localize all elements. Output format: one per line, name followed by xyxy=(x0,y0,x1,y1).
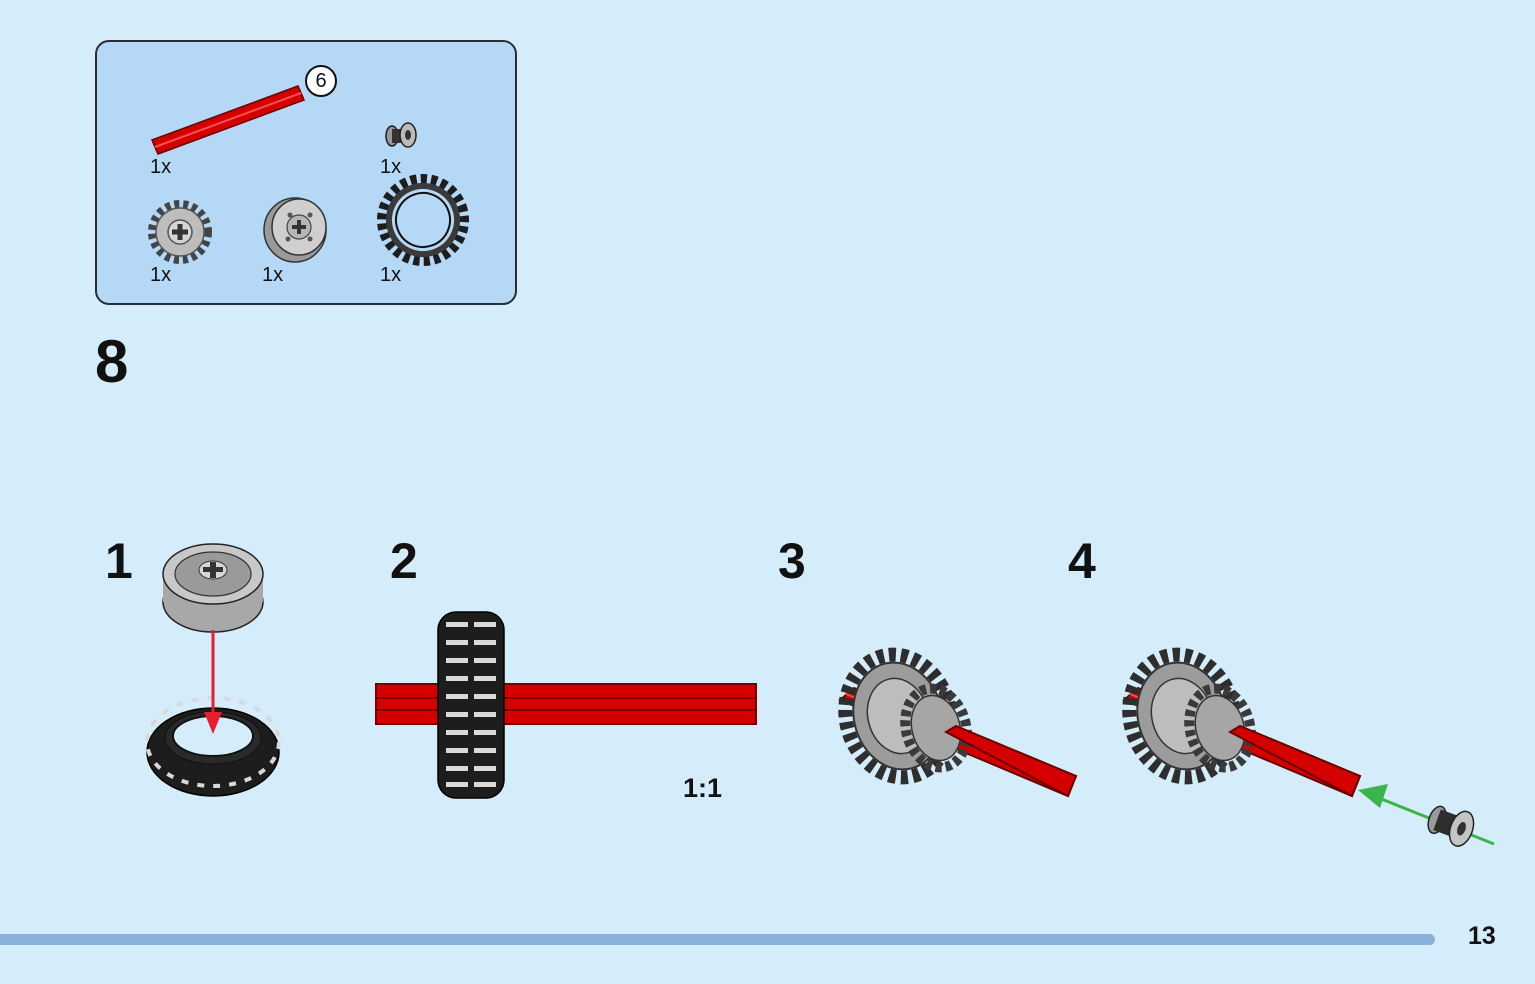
axle-part-icon xyxy=(150,85,306,155)
axle-quantity: 1x xyxy=(150,156,172,178)
scale-label: 1:1 xyxy=(683,773,723,803)
substep-1-number: 1 xyxy=(105,533,133,589)
rim-quantity: 1x xyxy=(262,264,284,286)
step-number: 8 xyxy=(95,328,129,395)
bush-part-icon xyxy=(385,122,417,148)
page-progress-bar xyxy=(0,934,1435,945)
tire-quantity: 1x xyxy=(380,264,402,286)
substep-2-wheel-on-axle-illustration xyxy=(375,611,757,799)
substep-4-number: 4 xyxy=(1068,533,1096,589)
tire-part-icon xyxy=(377,174,469,266)
page-number: 13 xyxy=(1468,922,1496,950)
substep-4-bush-on-axle-illustration xyxy=(1122,647,1495,847)
substep-3-number: 3 xyxy=(778,533,806,589)
bush-quantity: 1x xyxy=(380,156,402,178)
substep-3-gear-on-axle-illustration xyxy=(838,647,1078,798)
gear-part-icon xyxy=(148,200,212,264)
rim-part-icon xyxy=(263,197,327,263)
substep-1-rim-into-tire-illustration xyxy=(145,543,281,797)
substep-2-number: 2 xyxy=(390,533,418,589)
gear-quantity: 1x xyxy=(150,264,172,286)
axle-length-badge: 6 xyxy=(305,65,337,97)
